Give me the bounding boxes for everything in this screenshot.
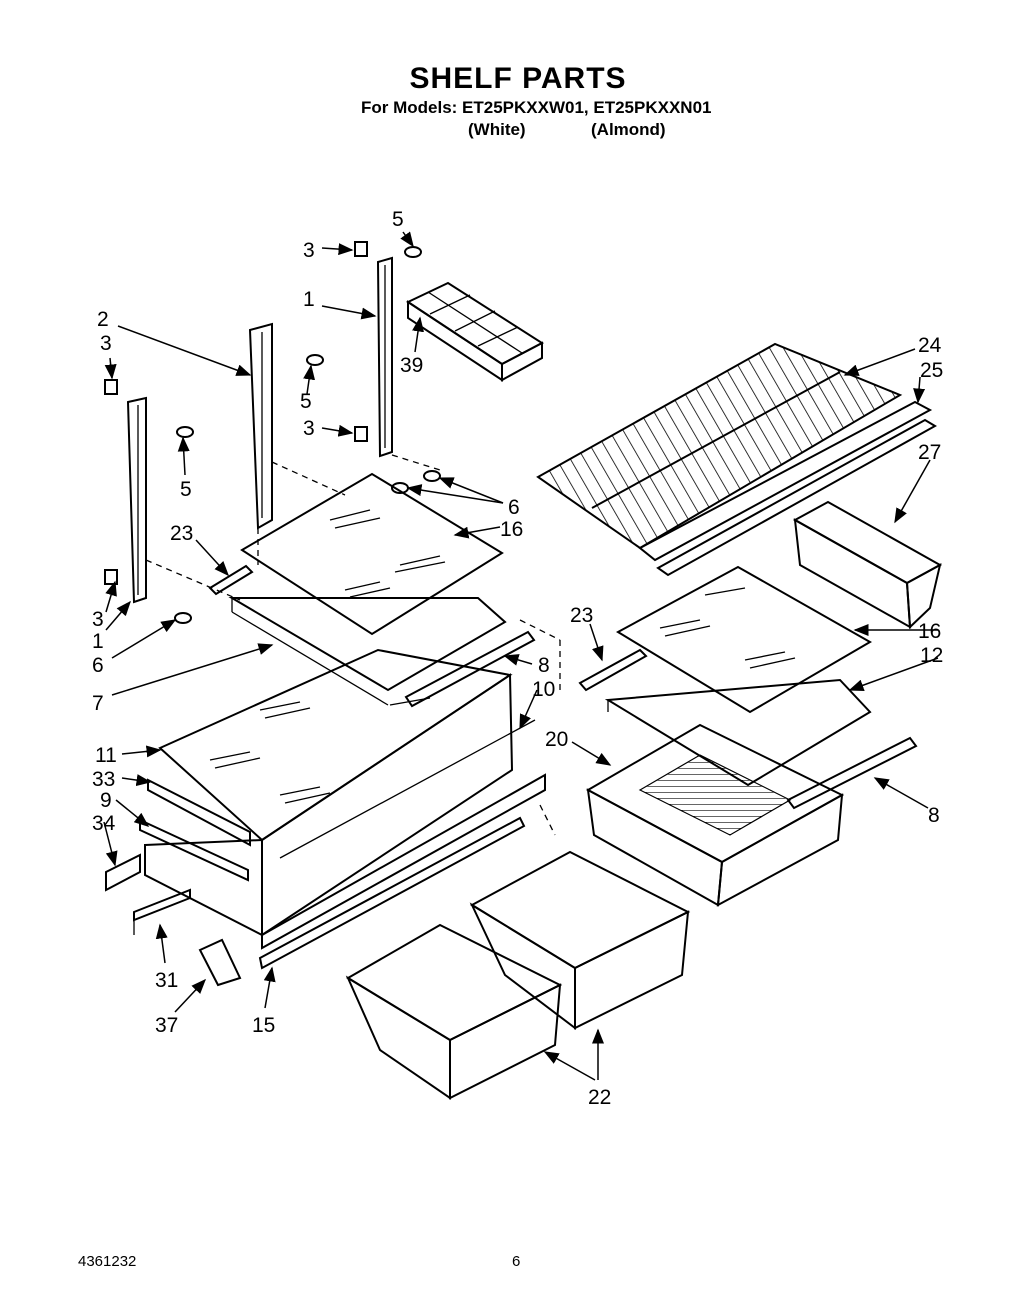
callout-37: 37 bbox=[155, 1014, 178, 1037]
alignment-lines bbox=[145, 454, 561, 836]
callout-1: 1 bbox=[303, 288, 315, 311]
callout-23: 23 bbox=[170, 522, 193, 545]
clip bbox=[198, 938, 242, 987]
slide-rail-lower bbox=[133, 888, 191, 935]
callout-31: 31 bbox=[155, 969, 178, 992]
shelf-ladder-left bbox=[126, 396, 147, 604]
callout-labels: 5 3 1 2 3 39 5 3 5 24 25 27 6 16 23 3 1 … bbox=[92, 208, 943, 1109]
callout-7: 7 bbox=[92, 692, 104, 715]
callout-5: 5 bbox=[392, 208, 404, 231]
callout-24: 24 bbox=[918, 334, 942, 357]
wire-shelf bbox=[536, 342, 903, 550]
callout-6: 6 bbox=[92, 654, 104, 677]
callout-3: 3 bbox=[303, 239, 315, 262]
callout-34: 34 bbox=[92, 812, 116, 835]
crisper-cover-glass bbox=[158, 648, 513, 842]
shelf-ladder-right bbox=[376, 256, 393, 458]
shelf-frame-left bbox=[228, 597, 507, 706]
meat-pan bbox=[585, 723, 845, 907]
storage-bin bbox=[792, 500, 943, 630]
crisper-drawer-rear bbox=[469, 850, 691, 1031]
callout-9: 9 bbox=[100, 789, 112, 812]
slide-rail-left bbox=[208, 564, 254, 596]
models-line: For Models: ET25PKXXW01, ET25PKXXN01 bbox=[361, 98, 712, 117]
shelf-frame-right bbox=[604, 678, 872, 787]
callout-33: 33 bbox=[92, 768, 115, 791]
leader-arrows bbox=[103, 231, 939, 1081]
doc-number: 4361232 bbox=[78, 1253, 137, 1270]
shelf-trim-right bbox=[786, 736, 918, 810]
callout-39: 39 bbox=[400, 354, 423, 377]
shelf-trim bbox=[638, 400, 937, 577]
ice-cube-tray bbox=[405, 281, 544, 382]
bracket-clips bbox=[104, 241, 368, 585]
callout-16: 16 bbox=[918, 620, 941, 643]
color-almond: (Almond) bbox=[591, 120, 666, 139]
callout-3: 3 bbox=[100, 332, 112, 355]
crisper-drawer-front bbox=[345, 923, 563, 1100]
page-number: 6 bbox=[512, 1253, 521, 1270]
callout-2: 2 bbox=[97, 308, 109, 331]
callout-5: 5 bbox=[300, 390, 312, 413]
shelf-trim-left bbox=[404, 630, 536, 708]
cover-support bbox=[105, 853, 141, 892]
page-title: SHELF PARTS bbox=[409, 62, 627, 95]
callout-5: 5 bbox=[180, 478, 192, 501]
glass-shelf-upper-left bbox=[240, 472, 504, 636]
callout-3: 3 bbox=[303, 417, 315, 440]
callout-3: 3 bbox=[92, 608, 104, 631]
humidity-control bbox=[139, 778, 251, 882]
color-white: (White) bbox=[468, 120, 526, 139]
callout-8: 8 bbox=[928, 804, 940, 827]
callout-1: 1 bbox=[92, 630, 104, 653]
crisper-frame bbox=[144, 673, 546, 950]
callout-27: 27 bbox=[918, 441, 941, 464]
callout-23: 23 bbox=[570, 604, 593, 627]
shelf-ladder-middle bbox=[248, 322, 273, 530]
crisper-slide bbox=[258, 816, 526, 970]
callout-22: 22 bbox=[588, 1086, 611, 1109]
callout-10: 10 bbox=[532, 678, 555, 701]
callout-16: 16 bbox=[500, 518, 523, 541]
slide-rail-right bbox=[578, 648, 648, 692]
glass-shelf-right bbox=[615, 565, 873, 714]
callout-11: 11 bbox=[95, 744, 117, 767]
callout-8: 8 bbox=[538, 654, 550, 677]
callout-12: 12 bbox=[920, 644, 943, 667]
callout-15: 15 bbox=[252, 1014, 275, 1037]
callout-25: 25 bbox=[920, 359, 943, 382]
callout-20: 20 bbox=[545, 728, 568, 751]
callout-6: 6 bbox=[508, 496, 520, 519]
